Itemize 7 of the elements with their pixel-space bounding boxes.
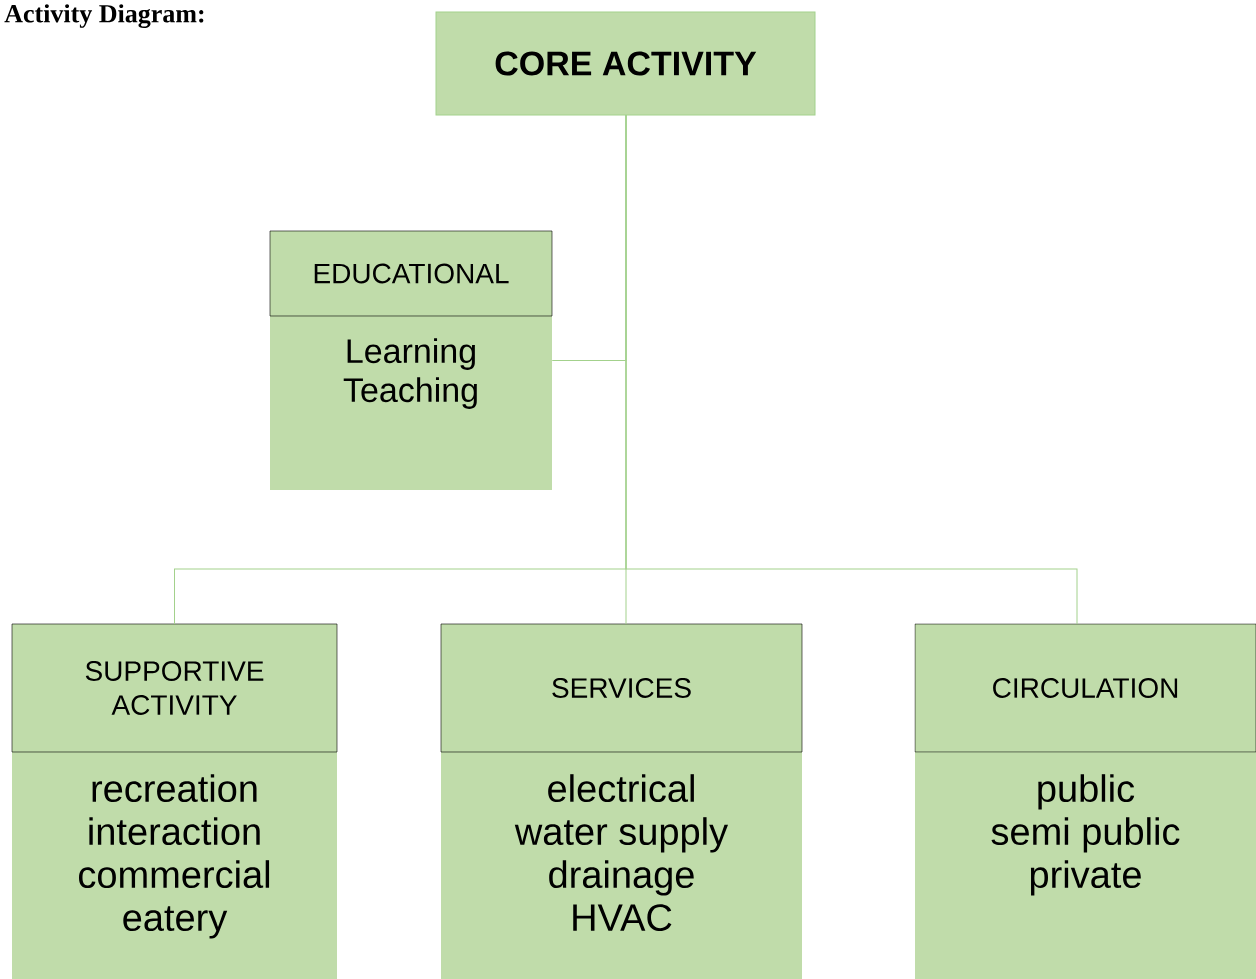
category-card: CIRCULATION public semi public private bbox=[914, 623, 1256, 979]
category-card: EDUCATIONAL Learning Teaching bbox=[269, 230, 553, 490]
category-card: SUPPORTIVE ACTIVITY recreation interaction commercial eatery bbox=[11, 623, 338, 979]
category-card: SERVICES electrical water supply drainage HVAC bbox=[440, 623, 803, 979]
connector-line bbox=[625, 114, 1078, 625]
title: Activity Diagram: bbox=[4, 4, 204, 28]
heading-box: CORE ACTIVITY bbox=[435, 11, 816, 116]
